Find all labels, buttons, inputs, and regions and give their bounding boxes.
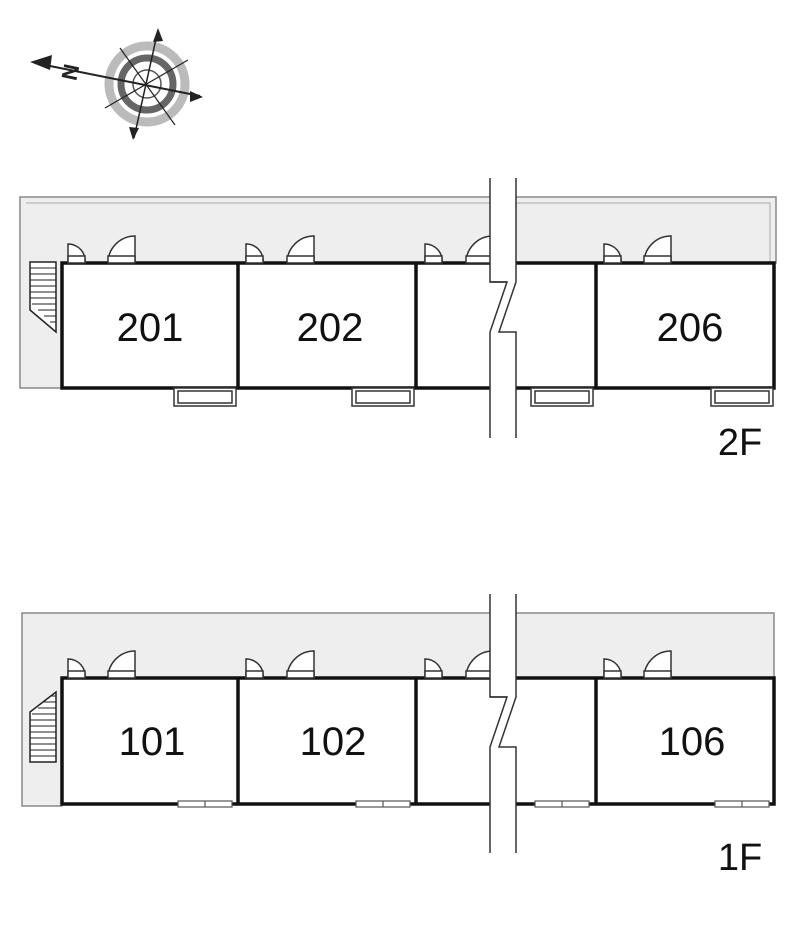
compass-icon: N bbox=[30, 28, 203, 140]
windows-1f bbox=[177, 800, 770, 808]
room-label: 102 bbox=[300, 720, 367, 764]
stairs-icon bbox=[29, 261, 57, 334]
doors-1f bbox=[67, 650, 672, 679]
floor-2f: 201 202 206 2F bbox=[19, 178, 777, 464]
floor-1f: 101 102 106 1F bbox=[21, 594, 776, 879]
units-block-1f bbox=[60, 676, 776, 806]
balconies-2f bbox=[173, 387, 774, 407]
room-label: 206 bbox=[657, 306, 724, 350]
break-gap-1f bbox=[490, 594, 516, 853]
units-block-2f bbox=[60, 261, 776, 390]
break-gap-2f bbox=[490, 178, 516, 438]
stairs-icon bbox=[29, 690, 57, 763]
room-label: 201 bbox=[117, 306, 184, 350]
floor-label: 2F bbox=[718, 422, 762, 464]
floor-label: 1F bbox=[718, 837, 762, 879]
doors-2f bbox=[67, 235, 672, 264]
room-label: 202 bbox=[297, 306, 364, 350]
room-label: 101 bbox=[119, 720, 186, 764]
compass-north-label: N bbox=[57, 62, 85, 83]
room-label: 106 bbox=[659, 720, 726, 764]
